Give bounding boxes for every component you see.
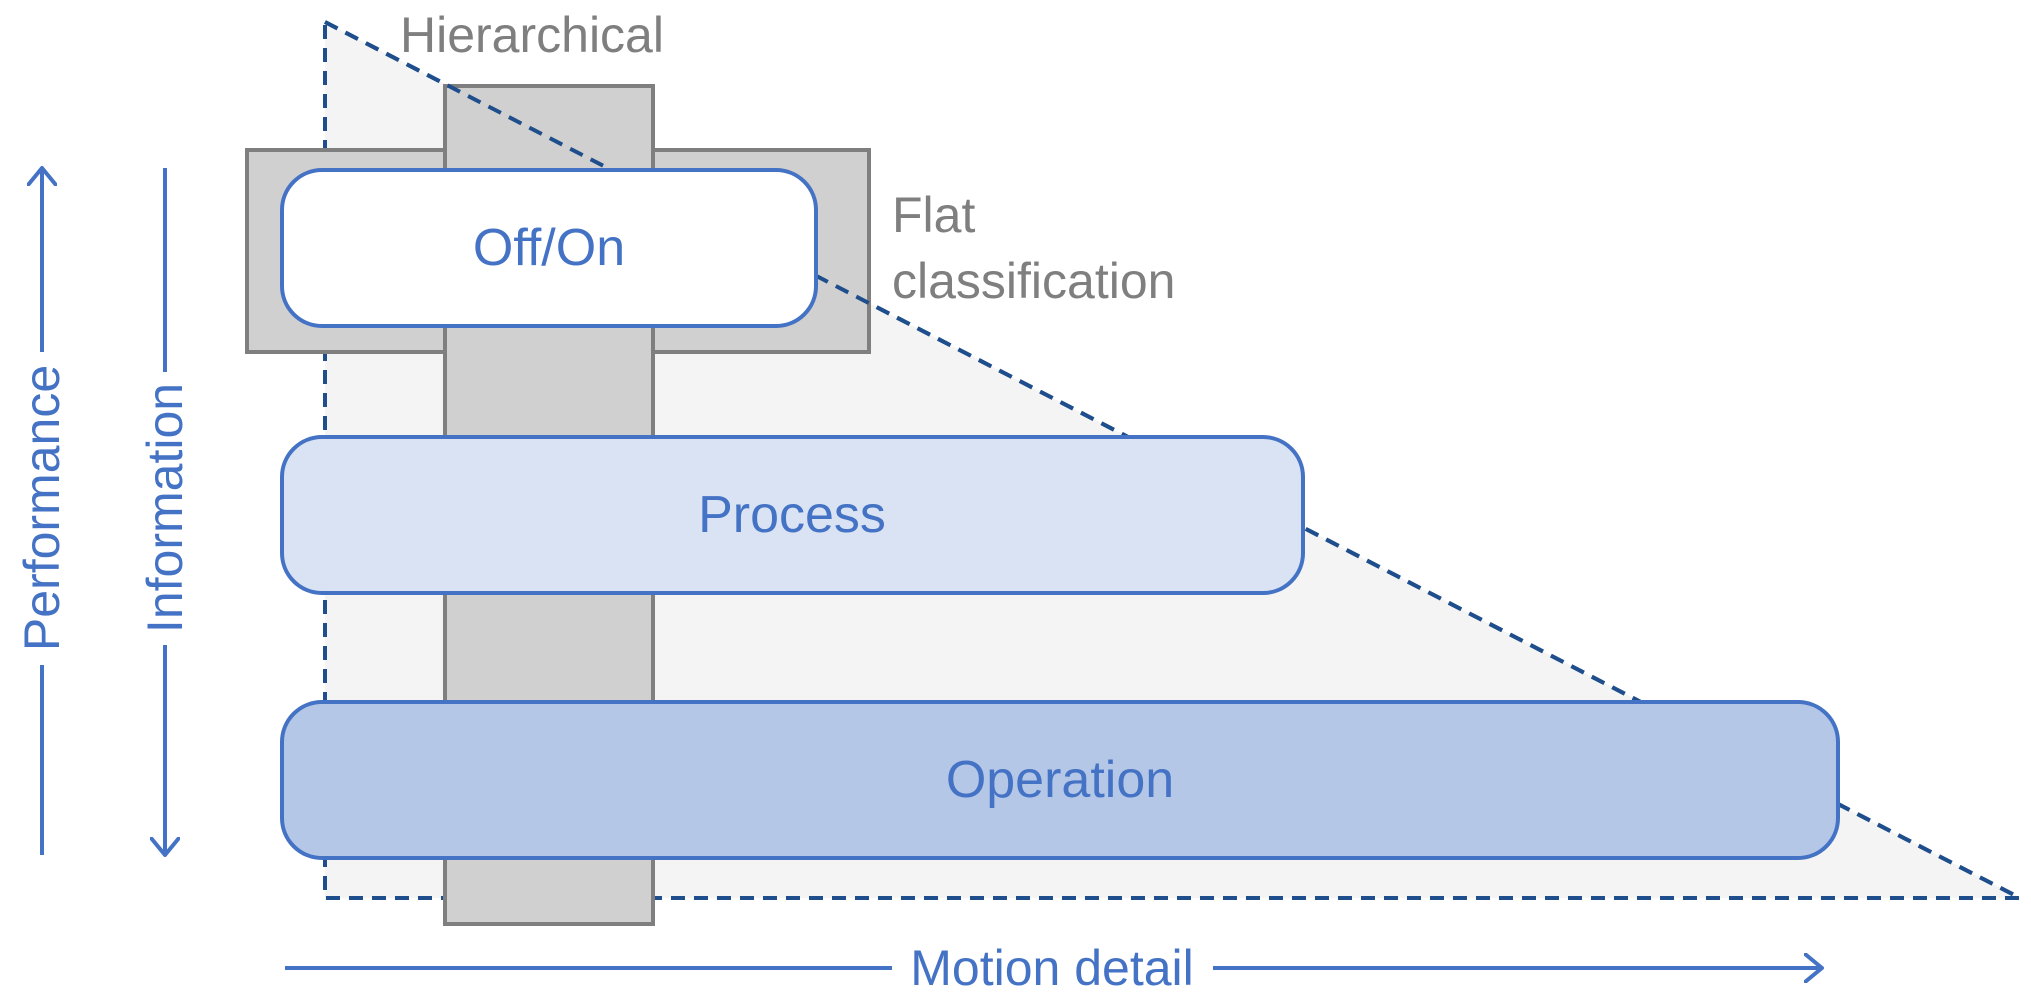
- process-label: Process: [698, 486, 886, 544]
- operation-box: [280, 700, 1840, 860]
- flat-classification-label-line1: Flat: [892, 187, 975, 243]
- operation-label: Operation: [946, 751, 1174, 809]
- motion-detail-label: Motion detail: [910, 940, 1194, 996]
- off-on-box: [280, 168, 818, 328]
- off-on-label: Off/On: [473, 219, 625, 277]
- performance-label: Performance: [14, 365, 70, 651]
- hierarchical-label: Hierarchical: [400, 7, 664, 63]
- information-label: Information: [137, 383, 193, 633]
- process-box: [280, 435, 1305, 595]
- flat-classification-label-line2: classification: [892, 253, 1175, 309]
